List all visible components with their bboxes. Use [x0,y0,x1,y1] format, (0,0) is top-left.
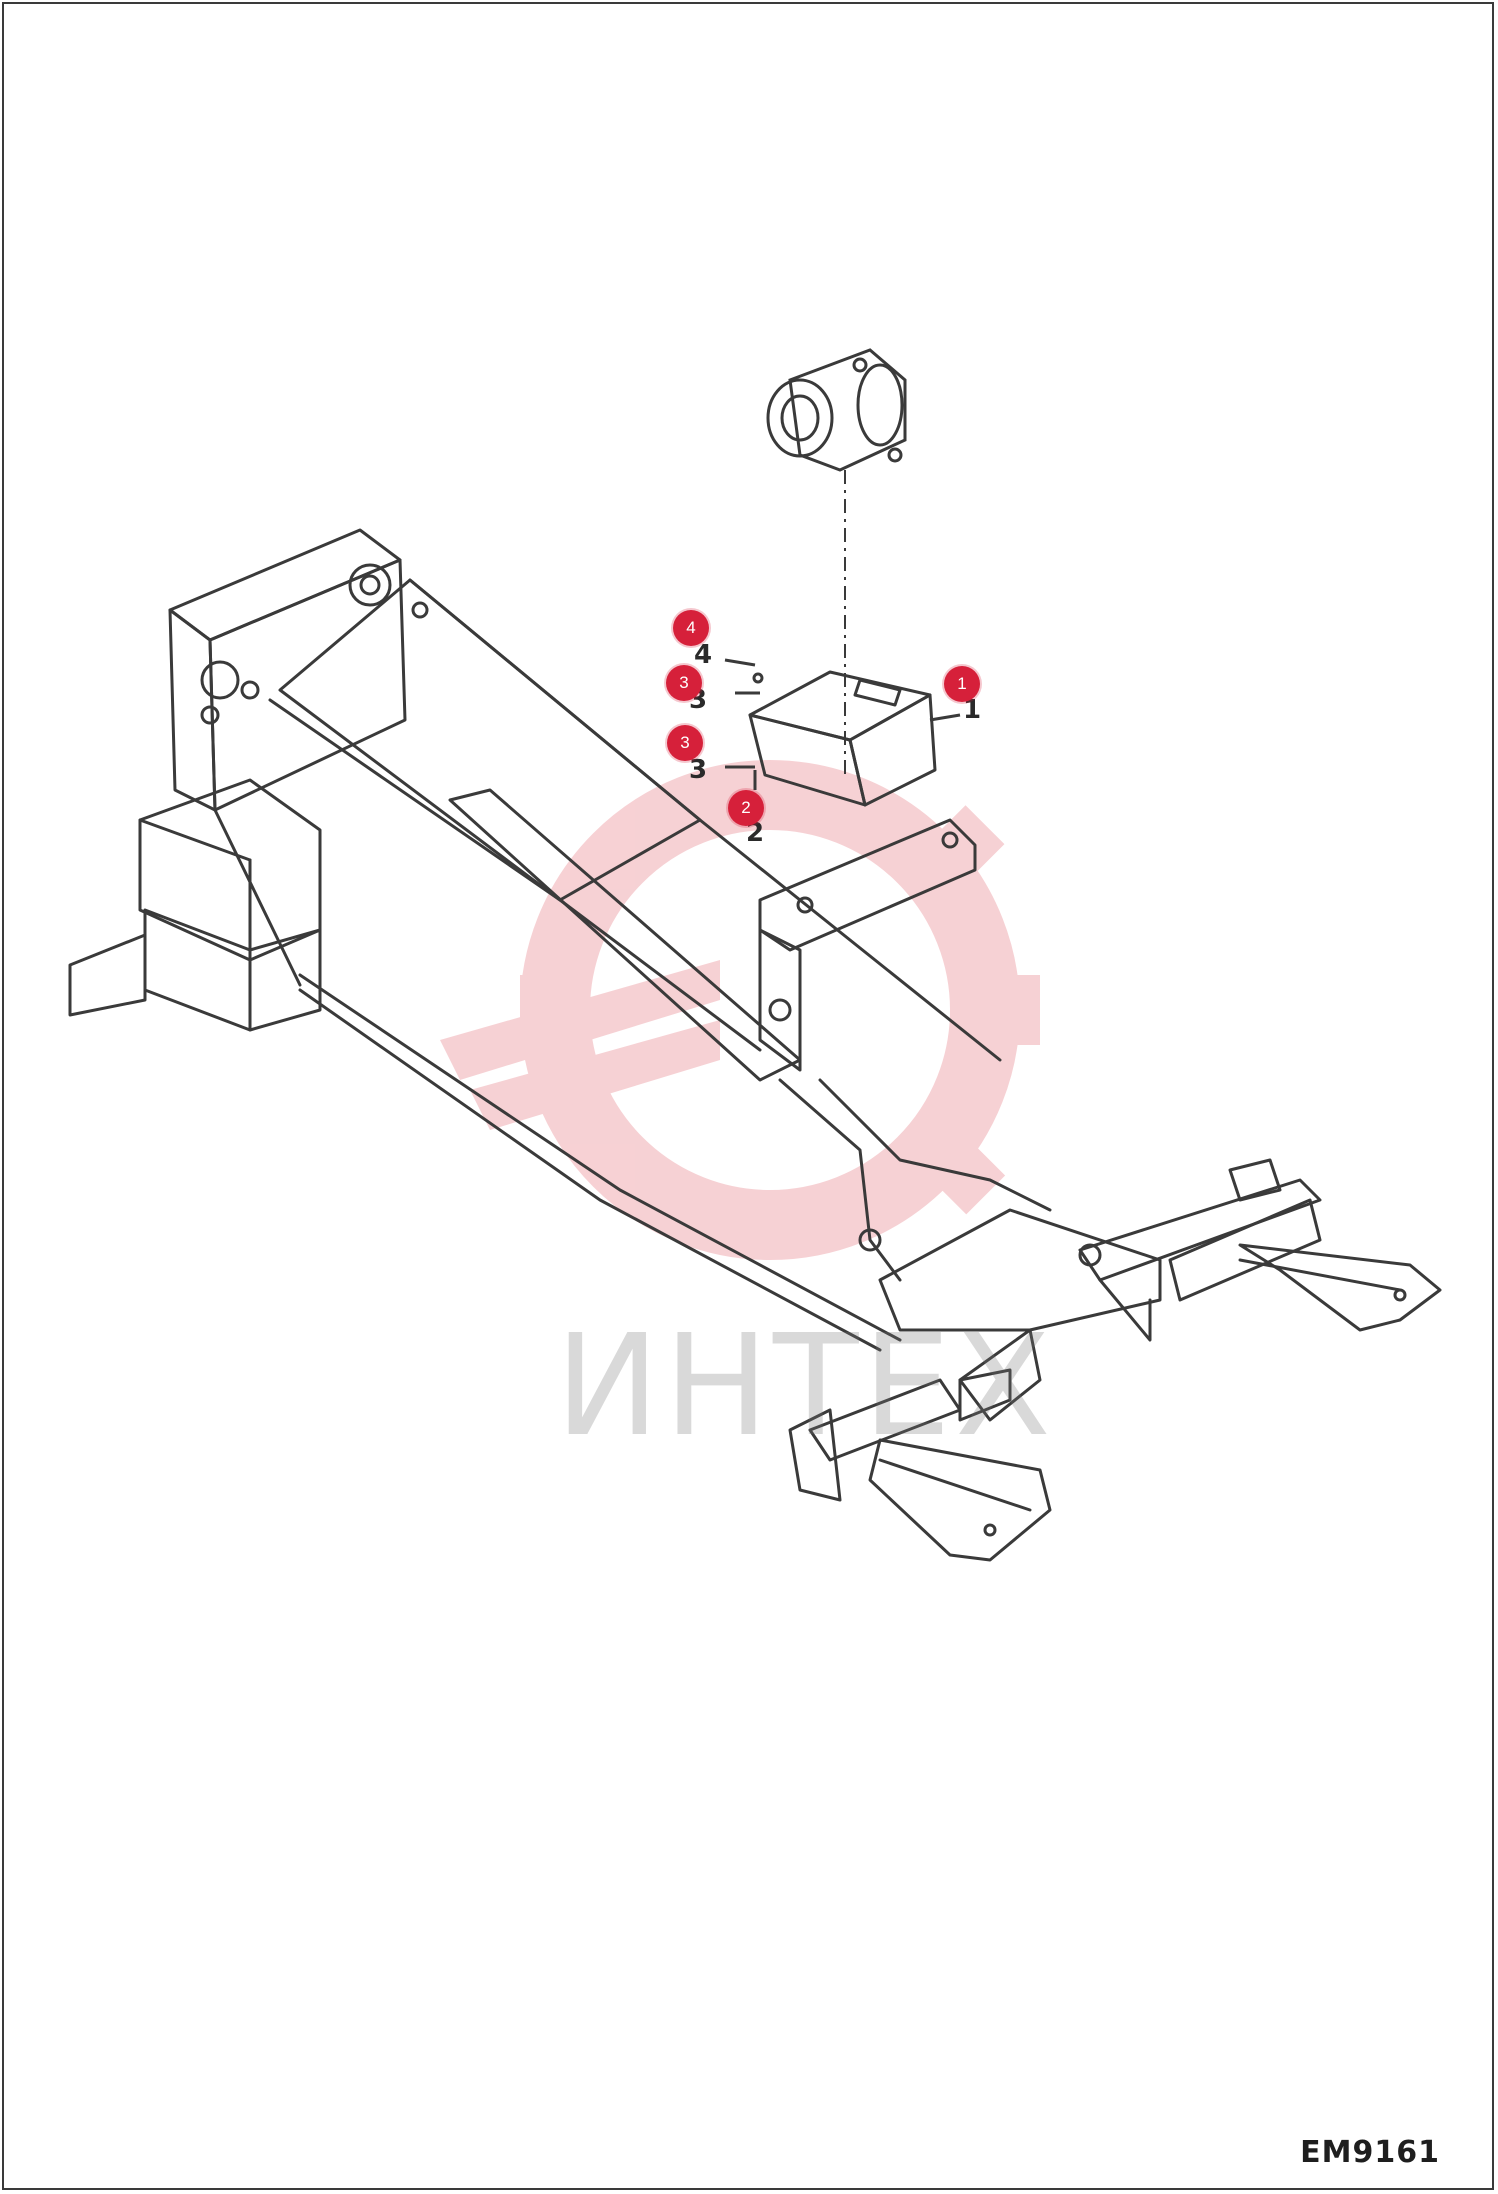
outrigger-left [788,1378,1052,1562]
compressor-bracket [748,670,961,807]
part-number-4: 4 [694,640,713,670]
bolt-set [724,658,764,790]
main-beam [213,578,1002,1352]
callout-3-upper[interactable]: 3 [666,665,702,701]
frame-left-tower [168,528,429,812]
callout-2[interactable]: 2 [728,790,764,826]
watermark-text: ИНТЕХ [555,1305,1055,1468]
watermark-gear-icon [440,760,1040,1260]
counterweight-blocks [68,778,322,1032]
part-number-1: 1 [963,695,982,725]
part-number-3-lower: 3 [689,755,708,785]
callout-3-lower[interactable]: 3 [667,725,703,761]
outrigger-right [1168,1158,1442,1332]
linkage-arm [778,1078,1102,1282]
diagram-code: EM9161 [1300,2135,1440,2170]
compressor-unit [766,348,907,472]
rear-cross-frame [878,1178,1322,1422]
callout-1[interactable]: 1 [944,666,980,702]
mounting-plate [758,818,977,1072]
callout-4[interactable]: 4 [673,610,709,646]
part-number-2: 2 [746,818,765,848]
